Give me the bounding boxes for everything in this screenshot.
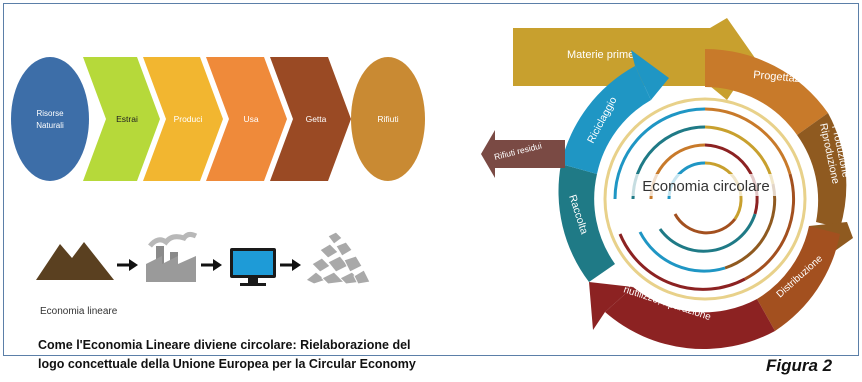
stage-label-risorse-1: Risorse <box>36 109 64 118</box>
stage-label-estrai: Estrai <box>116 114 138 124</box>
arrow-icon <box>280 259 301 271</box>
circular-economy-diagram: Materie prime Progettazione Produzione R… <box>481 18 853 350</box>
segment-riciclaggio <box>561 66 651 174</box>
stage-produci <box>143 57 223 181</box>
inner-ring-arcs <box>603 97 807 301</box>
circular-economy-panel: Materie prime Progettazione Produzione R… <box>455 14 860 356</box>
stage-label-produci: Produci <box>174 114 203 124</box>
segment-label-progettazione: Progettazione <box>753 69 822 87</box>
caption-line-2: logo concettuale della Unione Europea pe… <box>38 357 416 371</box>
caption-line-1: Come l'Economia Lineare diviene circolar… <box>38 338 411 352</box>
factory-icon <box>146 231 198 282</box>
segment-label-materie-prime: Materie prime <box>567 49 634 61</box>
linear-economy-panel: Risorse Naturali Estrai Produci Usa Gett… <box>10 18 435 352</box>
arrow-icon <box>201 259 222 271</box>
segment-produzione <box>797 113 847 228</box>
segment-riciclaggio-arrow <box>631 50 669 100</box>
center-label-backdrop <box>631 174 781 196</box>
segment-consumo-arrow <box>589 282 633 330</box>
arrow-icon <box>117 259 138 271</box>
stage-label-risorse-2: Naturali <box>36 121 64 130</box>
rubble-icon <box>305 231 371 285</box>
segment-distribuzione <box>757 226 840 331</box>
stage-label-usa: Usa <box>243 114 258 124</box>
segment-progettazione <box>705 48 828 135</box>
segment-raccolta <box>558 164 615 282</box>
figure-caption: Come l'Economia Lineare diviene circolar… <box>38 336 416 374</box>
stage-rifiuti <box>351 57 425 181</box>
center-label: Economia circolare <box>642 178 770 195</box>
stage-risorse-naturali <box>11 57 89 181</box>
linear-economy-diagram: Risorse Naturali Estrai Produci Usa Gett… <box>11 57 425 317</box>
segment-consumo <box>605 287 775 350</box>
stage-usa <box>206 57 287 181</box>
linear-economy-subtitle: Economia lineare <box>40 306 118 317</box>
stage-label-getta: Getta <box>306 114 327 124</box>
stage-label-rifiuti: Rifiuti <box>377 114 398 124</box>
monitor-icon <box>230 248 276 286</box>
mountain-icon <box>36 242 114 280</box>
stage-getta <box>270 57 351 181</box>
segment-rifiuti-residui <box>481 130 565 178</box>
figure-label: Figura 2 <box>766 356 833 375</box>
stage-estrai <box>83 57 160 181</box>
